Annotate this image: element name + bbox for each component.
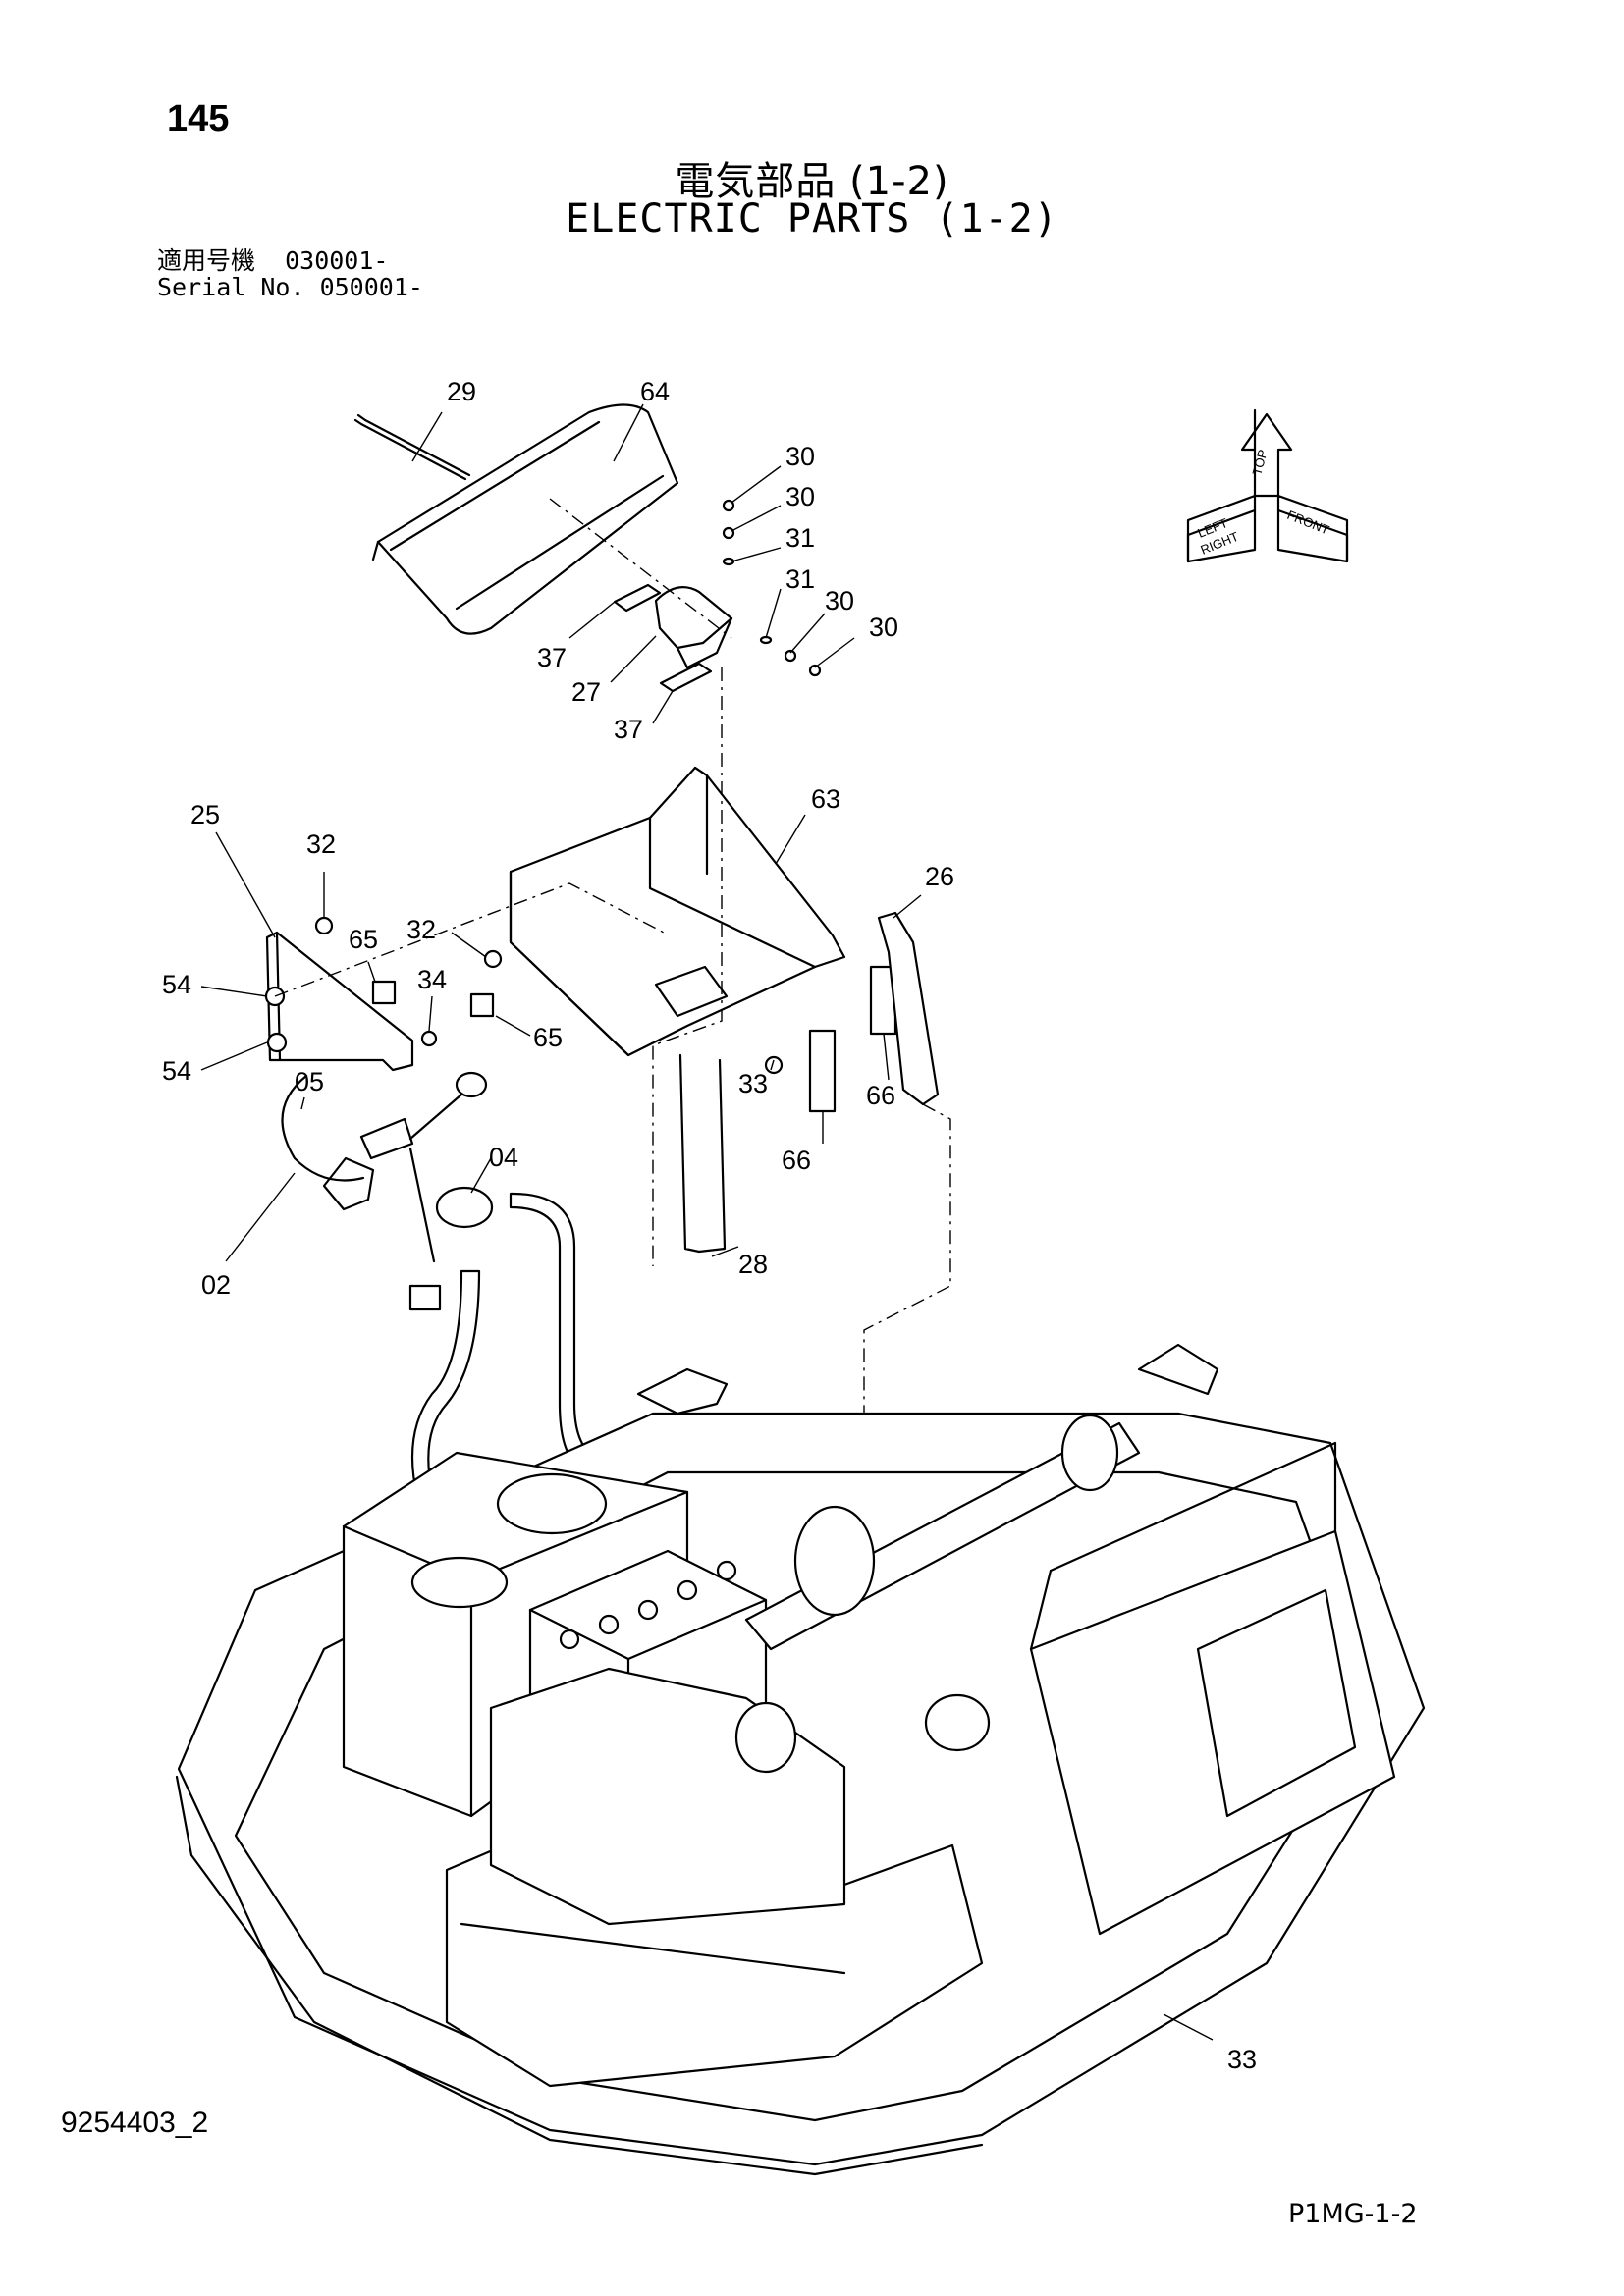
right-frame-box: [1029, 1414, 1396, 1936]
part-64-cover: [371, 403, 679, 635]
part-27-bracket: [654, 586, 733, 669]
hydraulic-tank: [342, 1451, 689, 1818]
callout-37: 37: [614, 715, 643, 744]
callout-34: 34: [417, 965, 447, 994]
callout-65: 65: [533, 1023, 563, 1052]
sheet-code: P1MG-1-2: [1288, 2199, 1418, 2229]
part-37-pad-upper: [613, 583, 662, 613]
callout-02: 02: [201, 1270, 231, 1300]
serial-english: Serial No. 050001-: [157, 273, 423, 301]
callout-31: 31: [785, 564, 815, 594]
bolt-34: [420, 1030, 438, 1047]
orientation-indicator: TOP LEFT RIGHT FRONT: [1186, 408, 1349, 563]
callout-26: 26: [925, 862, 954, 891]
callout-66: 66: [866, 1081, 895, 1110]
orientation-top-label: TOP: [1249, 448, 1270, 476]
assembly-centerline-2: [652, 667, 723, 1266]
assembly-centerline-3: [863, 1103, 951, 1482]
callout-30: 30: [785, 482, 815, 511]
title-english: ELECTRIC PARTS (1-2): [566, 196, 1058, 241]
serial-info: 適用号機 030001- Serial No. 050001-: [157, 247, 423, 300]
part-65-block-upper: [371, 980, 397, 1005]
document-id: 9254403_2: [61, 2107, 209, 2139]
callout-32: 32: [406, 915, 436, 944]
boom-swing-shaft: [744, 1421, 1141, 1752]
part-66-block-lower: [808, 1029, 837, 1113]
callout-labels: 29 64 30 30 31 31 30 30 37 27 37 63 25 3…: [162, 377, 1257, 2074]
part-28-u-rod: [678, 1053, 727, 1254]
callout-33: 33: [738, 1069, 768, 1098]
part-26-strap: [877, 911, 940, 1106]
serial-japanese: 適用号機 030001-: [157, 246, 389, 275]
title-japanese: 電気部品 (1-2): [675, 159, 949, 204]
callout-54: 54: [162, 970, 191, 999]
callout-65: 65: [349, 925, 378, 954]
callout-33: 33: [1227, 2045, 1257, 2074]
callout-05: 05: [295, 1067, 324, 1096]
callout-27: 27: [571, 677, 601, 707]
assembly-centerline-4: [274, 882, 669, 997]
callout-30: 30: [869, 613, 898, 642]
page-number: 145: [167, 98, 230, 139]
callout-30: 30: [785, 442, 815, 471]
callout-54: 54: [162, 1056, 191, 1086]
bolt-33-upper: [764, 1055, 784, 1075]
callout-29: 29: [447, 377, 476, 406]
callout-31: 31: [785, 523, 815, 553]
bolt-32-upper: [314, 916, 334, 935]
hose-right: [509, 1192, 596, 1469]
part-29-rod: [353, 413, 471, 481]
hardware-stack-30-31: [722, 499, 822, 677]
callout-64: 64: [640, 377, 670, 406]
leader-lines: [200, 403, 1214, 2041]
assembly-centerline-1: [549, 498, 732, 639]
callout-25: 25: [190, 800, 220, 829]
part-02-connector: [408, 1284, 442, 1311]
callout-32: 32: [306, 829, 336, 859]
part-02-wire: [408, 1147, 436, 1263]
fuel-tank: [489, 1667, 846, 1926]
bolt-32-lower: [483, 949, 503, 969]
part-04-seal-ring: [435, 1186, 494, 1229]
part-25-plate: [264, 931, 414, 1072]
callout-28: 28: [738, 1250, 768, 1279]
callout-37: 37: [537, 643, 567, 672]
callout-66: 66: [782, 1146, 811, 1175]
part-37-pad-lower: [659, 662, 713, 693]
part-63-box-bracket: [509, 766, 846, 1057]
part-65-block-lower: [469, 992, 495, 1018]
callout-63: 63: [811, 784, 840, 814]
part-05-switch-assembly: [281, 1071, 488, 1211]
callout-30: 30: [825, 586, 854, 615]
callout-04: 04: [489, 1143, 518, 1172]
